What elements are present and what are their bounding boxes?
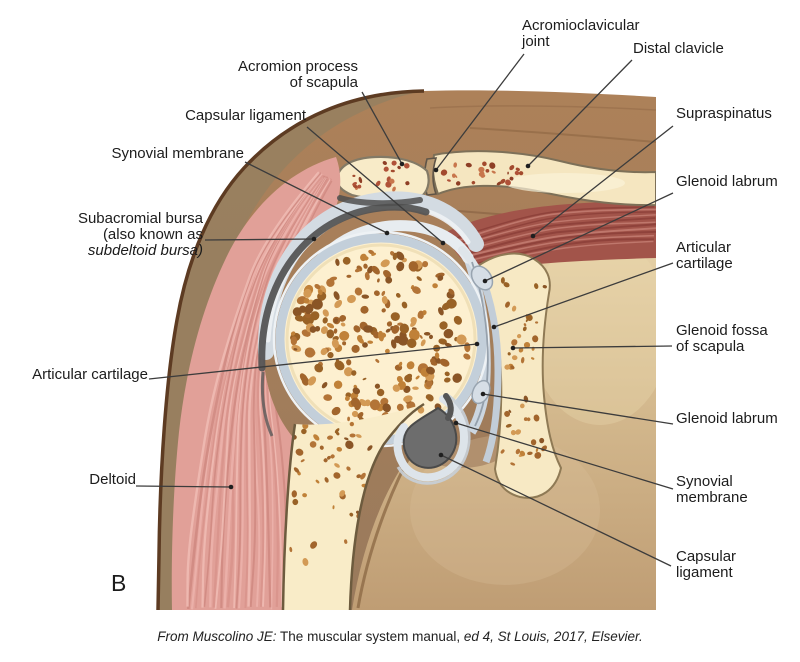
label-articular-cartilage-right: Articular cartilage [676, 239, 733, 273]
label-synovial-membrane-right: Synovial membrane [676, 473, 748, 507]
label-line: Acromion process [237, 58, 358, 75]
leader-subacromial-bursa [204, 238, 315, 241]
leader-glenoid-labrum-lower [482, 393, 674, 425]
label-line: Capsular ligament [185, 107, 306, 124]
clavicle-sheen [505, 173, 625, 193]
label-supraspinatus: Supraspinatus [676, 105, 772, 122]
bursa-under-acromion [337, 195, 423, 207]
label-glenoid-fossa: Glenoid fossa of scapula [676, 322, 768, 356]
joint-space [471, 261, 489, 427]
skin-edge-band [158, 91, 424, 610]
label-line: Glenoid labrum [676, 410, 778, 427]
label-line: Glenoid labrum [676, 173, 778, 190]
leader-glenoid-fossa [512, 345, 673, 349]
label-line: subdeltoid bursa) [87, 242, 203, 260]
leader-distal-clavicle [527, 59, 633, 167]
leader-capsular-ligament-right [440, 454, 672, 567]
label-line: Distal clavicle [633, 40, 724, 57]
label-line: of scapula [676, 338, 745, 356]
label-line: Articular cartilage [32, 366, 148, 383]
label-line: Supraspinatus [676, 105, 772, 122]
skin-outline [156, 89, 425, 610]
illustration-paint [156, 89, 656, 610]
supraspinatus-striations [449, 206, 656, 267]
pouch-outer-line [396, 392, 471, 485]
glenoid-trabeculae [500, 277, 547, 466]
clavicle-trabeculae [440, 161, 524, 186]
figure-caption: From Muscolino JE: The muscular system m… [0, 629, 800, 644]
leader-lines [135, 53, 674, 567]
label-distal-clavicle: Distal clavicle [633, 40, 724, 57]
label-line: ligament [676, 564, 733, 582]
shaft-right-edge [348, 402, 425, 610]
skin-crease [469, 127, 656, 143]
leader-articular-cartilage-right [493, 262, 674, 328]
label-glenoid-labrum-upper: Glenoid labrum [676, 173, 778, 190]
label-subacromial-bursa: Subacromial bursa (also known as subdelt… [77, 210, 203, 260]
label-capsular-ligament-left: Capsular ligament [185, 107, 306, 124]
leader-glenoid-labrum-upper [484, 192, 674, 282]
skin-crease [429, 105, 656, 111]
label-line: Capsular [676, 548, 737, 565]
subacromial-bursa-space [258, 203, 430, 372]
panel-letter: B [111, 570, 127, 596]
label-acromioclavicular-joint: Acromioclavicular joint [522, 17, 640, 51]
label-line: membrane [676, 489, 748, 507]
leader-capsular-ligament-left [306, 126, 444, 244]
leader-articular-cartilage-left [148, 343, 478, 380]
label-line: Synovial membrane [111, 145, 244, 162]
label-line: Glenoid fossa [676, 322, 768, 339]
label-line: Subacromial bursa [77, 210, 203, 227]
leader-acromion-process [361, 91, 403, 165]
leader-supraspinatus [532, 125, 674, 237]
caption-source: From Muscolino JE: [157, 629, 277, 644]
label-glenoid-labrum-lower: Glenoid labrum [676, 410, 778, 427]
leader-acromioclavicular-joint [435, 53, 525, 171]
glenoid-labrum-upper-shape [470, 265, 494, 291]
leader-synovial-membrane-left [244, 161, 388, 234]
label-line: joint [522, 33, 550, 51]
label-line: cartilage [676, 255, 733, 273]
pouch-channel [443, 393, 454, 421]
leader-synovial-membrane-right [455, 422, 674, 490]
caption-edition: ed 4, St Louis, 2017, Elsevier. [463, 629, 643, 644]
label-line: of scapula [289, 74, 358, 92]
scapula-sheen [530, 235, 656, 425]
acromion-trabeculae [352, 160, 410, 192]
scapula-armpit-region [352, 246, 656, 610]
glenoid-cartilage [476, 270, 502, 464]
label-acromion-process: Acromion process of scapula [237, 58, 358, 92]
caption-title: The muscular system manual, [276, 629, 464, 644]
label-line: Deltoid [89, 471, 136, 488]
bursa-tail [260, 371, 274, 437]
label-articular-cartilage-left: Articular cartilage [32, 366, 148, 383]
label-line: Acromioclavicular [522, 17, 640, 34]
axillary-pouch-cavity [402, 406, 458, 469]
shaft-left-edge [281, 423, 297, 610]
label-line: Synovial [676, 473, 733, 490]
leader-dots [228, 161, 536, 490]
humerus-shaft [283, 404, 424, 610]
label-synovial-membrane-left: Synovial membrane [111, 145, 244, 162]
label-capsular-ligament-right: Capsular ligament [676, 548, 737, 582]
label-deltoid: Deltoid [89, 471, 136, 488]
leader-deltoid [135, 485, 232, 488]
label-line: Articular [676, 239, 732, 256]
label-line: (also known as [102, 226, 203, 244]
deltoid-muscle [171, 157, 341, 610]
